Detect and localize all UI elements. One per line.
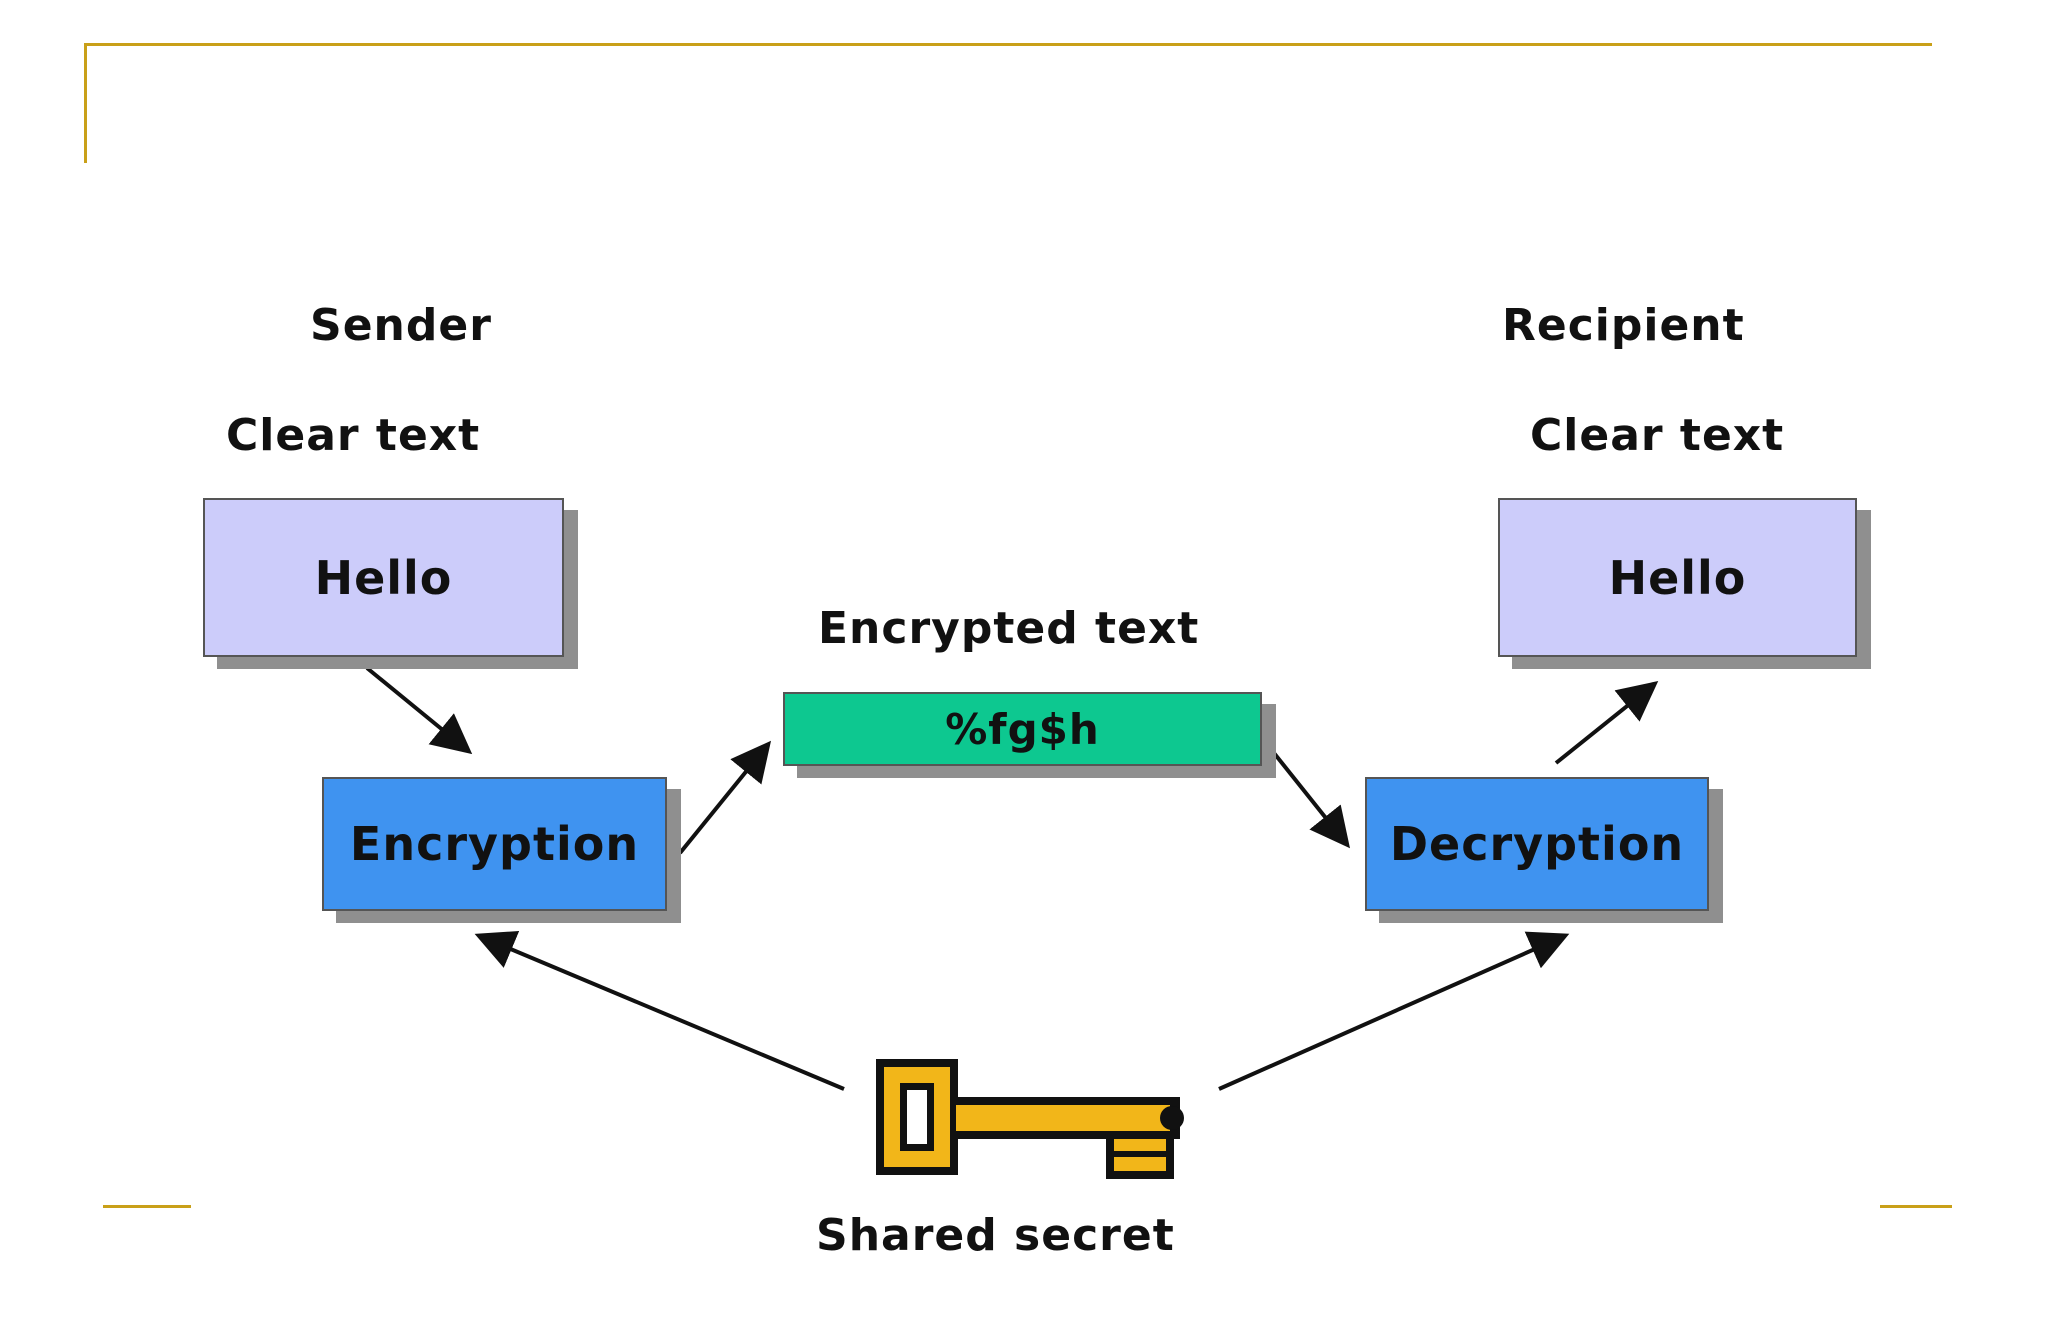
recipient-label: Recipient xyxy=(1502,300,1745,351)
arrow-hello-to-encryption xyxy=(365,666,473,755)
sender-message-box: Hello xyxy=(203,498,564,657)
sender-cleartext-label: Clear text xyxy=(226,410,481,461)
arrow-key-to-decryption xyxy=(1218,931,1570,1091)
ciphertext-box: %fg$h xyxy=(783,692,1262,766)
footer-accent-right xyxy=(1880,1205,1952,1208)
title-accent-frame xyxy=(84,43,1932,163)
encryption-box: Encryption xyxy=(322,777,667,911)
footer-accent-left xyxy=(103,1205,191,1208)
arrow-key-to-encryption xyxy=(474,930,845,1091)
decryption-box: Decryption xyxy=(1365,777,1709,911)
shared-secret-label: Shared secret xyxy=(816,1210,1175,1261)
arrow-decryption-to-hello xyxy=(1554,680,1659,765)
ciphertext-label: Encrypted text xyxy=(818,603,1200,654)
sender-label: Sender xyxy=(310,300,492,351)
recipient-message-box: Hello xyxy=(1498,498,1857,657)
key-icon xyxy=(876,1059,1184,1179)
arrow-encryption-to-ciphertext xyxy=(678,740,772,855)
recipient-cleartext-label: Clear text xyxy=(1530,410,1785,461)
arrow-ciphertext-to-decryption xyxy=(1260,736,1350,849)
